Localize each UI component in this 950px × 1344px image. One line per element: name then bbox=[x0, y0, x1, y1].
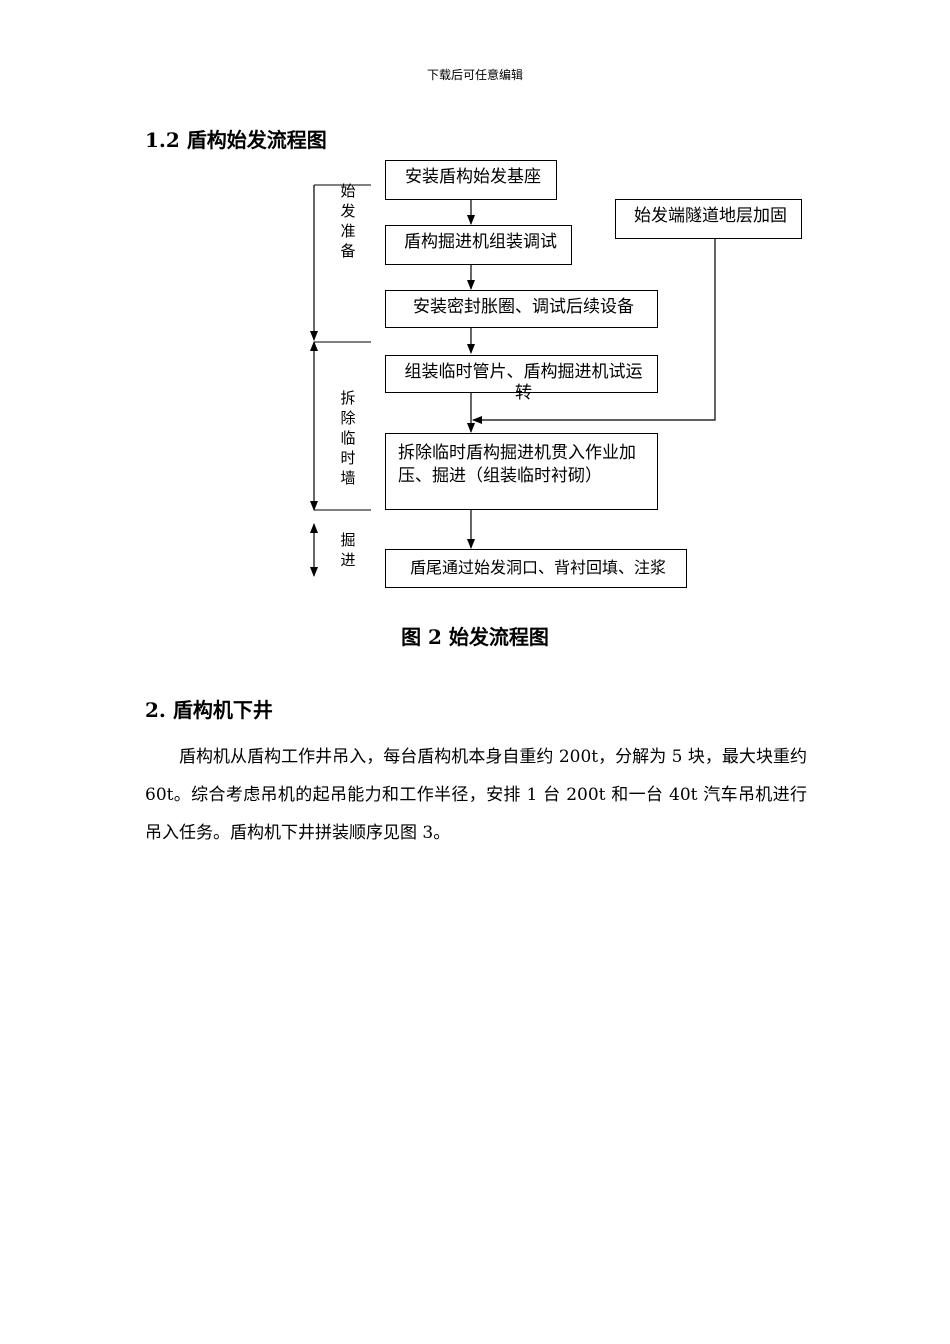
phase-label-preparation: 始发准备 bbox=[340, 182, 356, 260]
header-note: 下载后可任意编辑 bbox=[426, 68, 523, 82]
arrow-side-step-merge bbox=[472, 238, 716, 424]
phase-label-remove-wall: 拆除临时墙 bbox=[340, 389, 356, 487]
body-paragraph: 盾构机从盾构工作井吊入，每台盾构机本身自重约 200t，分解为 5 块，最大块重… bbox=[145, 747, 807, 843]
flow-step-1: 安装盾构始发基座 bbox=[385, 160, 557, 200]
body-paragraph-container: 盾构机从盾构工作井吊入，每台盾构机本身自重约 200t，分解为 5 块，最大块重… bbox=[145, 738, 807, 852]
phase-label-excavation: 掘进 bbox=[340, 531, 356, 569]
flow-step-4: 组装临时管片、盾构掘进机试运转 bbox=[385, 355, 658, 403]
flow-side-step: 始发端隧道地层加固 bbox=[615, 199, 802, 239]
flow-step-2: 盾构掘进机组装调试 bbox=[385, 225, 572, 265]
flow-step-6: 盾尾通过始发洞口、背衬回填、注浆 bbox=[385, 549, 687, 588]
flow-step-3: 安装密封胀圈、调试后续设备 bbox=[385, 290, 658, 328]
section-heading-1-2: 1.2 盾构始发流程图 bbox=[145, 128, 327, 152]
section-heading-2: 2. 盾构机下井 bbox=[145, 698, 273, 722]
flow-step-5: 拆除临时盾构掘进机贯入作业加压、掘进（组装临时衬砌） bbox=[385, 433, 658, 510]
figure-caption: 图 2 始发流程图 bbox=[401, 625, 549, 649]
